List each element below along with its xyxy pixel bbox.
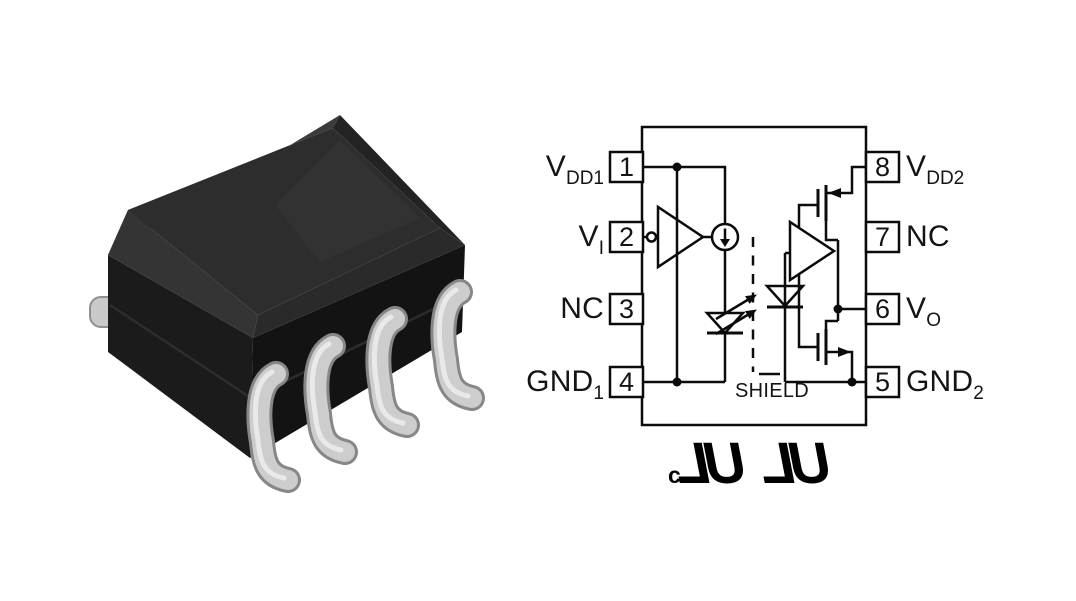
ic-outline	[640, 125, 868, 427]
shield-label: SHIELD	[734, 380, 810, 402]
product-photo-chip	[89, 115, 472, 480]
pin-number-4: 4	[618, 367, 635, 397]
pin-number-7: 7	[874, 222, 891, 252]
pin-box-8	[864, 150, 901, 184]
buffer-triangle	[656, 204, 706, 270]
pin-number-5: 5	[874, 367, 891, 397]
ul-recognized-mark: UL	[766, 431, 832, 506]
chip-base-right-face	[250, 245, 465, 458]
pmos-transistor	[816, 185, 841, 221]
pin-number-2: 2	[618, 222, 635, 252]
nmos-transistor	[816, 329, 851, 365]
inverter-bubble-icon	[645, 231, 658, 243]
pin-box-7	[864, 220, 901, 254]
pin-number-8: 8	[874, 152, 891, 182]
cul-mark-c-prefix: c	[668, 462, 681, 488]
cul-recognized-mark: cUL	[668, 431, 747, 506]
pin-label-nc-right: NC	[906, 220, 950, 253]
pin-label-gnd1: GND1	[526, 365, 604, 404]
pin-box-5	[864, 365, 901, 399]
pin-box-3	[608, 292, 645, 326]
pin-number-1: 1	[618, 152, 635, 182]
pin-label-vi: VI	[578, 220, 605, 259]
chip-base-left-face	[108, 255, 253, 458]
pin-label-vdd1: VDD1	[545, 150, 604, 189]
pin-boxes	[608, 150, 901, 399]
pin-number-6: 6	[874, 294, 891, 324]
pin-label-vdd2: VDD2	[906, 150, 965, 189]
pin-number-3: 3	[618, 294, 635, 324]
chip-bevel-back-right	[333, 115, 465, 245]
schematic-diagram	[608, 125, 901, 427]
ul-mark-letters-icon: UL	[680, 431, 747, 496]
amplifier-triangle	[788, 219, 837, 283]
ul-mark-letters-icon: UL	[766, 431, 832, 496]
chip-bevel-front-right	[253, 228, 465, 338]
chip-top-highlight	[275, 140, 420, 262]
chip-bevel-front-left	[108, 210, 258, 338]
photodiode-icon	[764, 284, 806, 309]
junction-dots	[672, 162, 857, 387]
pin-label-vo: VO	[906, 292, 941, 331]
pin-label-nc-left: NC	[560, 292, 604, 325]
pin-box-1	[608, 150, 645, 184]
current-source-icon	[710, 222, 740, 252]
pin-label-gnd2: GND2	[906, 365, 984, 404]
schematic-wires	[643, 165, 866, 384]
